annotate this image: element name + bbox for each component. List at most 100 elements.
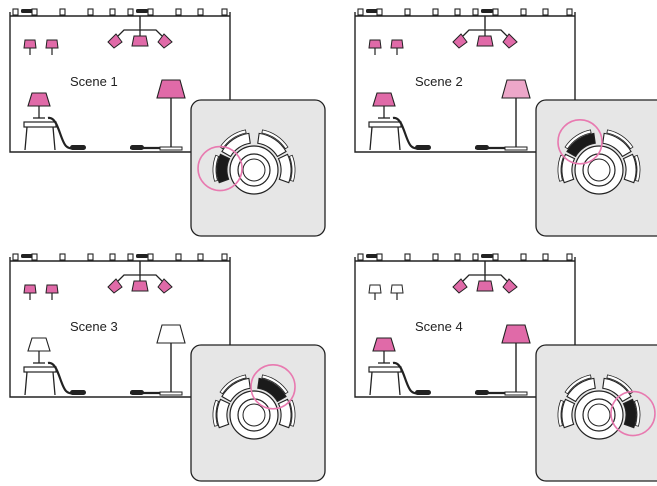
button-rim xyxy=(564,374,592,395)
scene-4-panel: Scene 4 xyxy=(354,253,657,482)
dial-inner xyxy=(242,158,266,182)
ceiling-spot xyxy=(376,8,383,16)
scene-button-top-right[interactable] xyxy=(602,377,632,403)
track-light xyxy=(366,9,378,13)
button-rim xyxy=(557,399,565,427)
table-lamp-icon xyxy=(372,337,396,364)
table-lamp-icon xyxy=(27,92,51,119)
power-plug xyxy=(70,145,86,150)
ceiling-spot xyxy=(432,253,439,261)
wall-lamp-icon xyxy=(368,284,382,300)
ceiling-spot xyxy=(520,253,527,261)
floor-lamp-icon xyxy=(501,324,531,396)
ceiling-spot xyxy=(109,253,116,261)
ceiling-spot xyxy=(147,253,154,261)
scene-label: Scene 2 xyxy=(415,74,463,89)
chandelier-icon xyxy=(452,261,518,294)
side-table xyxy=(23,121,57,151)
table-lamp-icon xyxy=(27,337,51,364)
chandelier-icon xyxy=(452,16,518,49)
button-rim xyxy=(219,129,247,150)
wall-lamp-icon xyxy=(45,39,59,55)
floor-lamp-icon xyxy=(501,79,531,151)
scene-button-top-left[interactable] xyxy=(221,132,251,158)
dial-inner xyxy=(587,403,611,427)
power-plug xyxy=(475,145,489,150)
room-outline xyxy=(354,12,576,153)
ceiling-spot xyxy=(31,253,38,261)
table-lamp-icon xyxy=(372,92,396,119)
scene-keypad-icon xyxy=(190,99,326,237)
scene-button-left[interactable] xyxy=(216,398,231,429)
room-outline xyxy=(9,12,231,153)
button-rim xyxy=(606,374,634,395)
ceiling-spot xyxy=(221,8,228,16)
scene-button-top-left[interactable] xyxy=(566,132,596,158)
button-rim xyxy=(288,154,296,182)
chandelier-icon xyxy=(107,16,173,49)
scene-button-right[interactable] xyxy=(622,153,637,184)
wall-lamp-icon xyxy=(390,284,404,300)
highlight-ring xyxy=(557,119,603,165)
ceiling-spot xyxy=(566,253,573,261)
button-rim xyxy=(219,374,247,395)
scene-keypad-icon xyxy=(190,344,326,482)
scene-button-top-left[interactable] xyxy=(221,377,251,403)
scene-button-left[interactable] xyxy=(561,398,576,429)
track-light xyxy=(366,254,378,258)
power-plug xyxy=(415,390,431,395)
track-light xyxy=(136,9,148,13)
ceiling-spot xyxy=(87,8,94,16)
ceiling-spot xyxy=(127,8,134,16)
ceiling-spot xyxy=(492,253,499,261)
track-light xyxy=(136,254,148,258)
ceiling-spot xyxy=(127,253,134,261)
side-table xyxy=(368,121,402,151)
scene-button-top-right[interactable] xyxy=(257,132,287,158)
wall-lamp-icon xyxy=(390,39,404,55)
scene-button-right[interactable] xyxy=(277,153,292,184)
ceiling-spot xyxy=(404,8,411,16)
scene-button-top-right[interactable] xyxy=(257,377,287,403)
power-plug xyxy=(130,390,144,395)
scene-button-top-left[interactable] xyxy=(566,377,596,403)
ceiling-spot xyxy=(357,8,364,16)
scene-button-top-right[interactable] xyxy=(602,132,632,158)
ceiling-spot xyxy=(31,8,38,16)
scene-button-right[interactable] xyxy=(622,398,637,429)
ceiling-spot xyxy=(12,8,19,16)
wall-lamp-icon xyxy=(23,39,37,55)
button-rim xyxy=(633,154,641,182)
room-outline xyxy=(354,257,576,398)
ceiling-spot xyxy=(566,8,573,16)
ceiling-spot xyxy=(542,8,549,16)
ceiling-spot xyxy=(454,8,461,16)
side-table xyxy=(23,366,57,396)
ceiling-spot xyxy=(221,253,228,261)
ceiling-spot xyxy=(472,8,479,16)
scene-button-left[interactable] xyxy=(216,153,231,184)
floor-lamp-icon xyxy=(156,79,186,151)
ceiling-spot xyxy=(59,8,66,16)
scene-label: Scene 4 xyxy=(415,319,463,334)
ceiling-spot xyxy=(520,8,527,16)
ceiling-spot xyxy=(197,253,204,261)
button-rim xyxy=(288,399,296,427)
button-rim xyxy=(564,129,592,150)
track-light xyxy=(21,9,33,13)
ceiling-spot xyxy=(147,8,154,16)
power-plug xyxy=(70,390,86,395)
ceiling-spot xyxy=(59,253,66,261)
ceiling-spot xyxy=(175,253,182,261)
ceiling-spot xyxy=(175,8,182,16)
power-plug xyxy=(130,145,144,150)
wall-lamp-icon xyxy=(368,39,382,55)
track-light xyxy=(481,9,493,13)
side-table xyxy=(368,366,402,396)
highlight-ring xyxy=(610,390,656,437)
room-outline xyxy=(9,257,231,398)
button-rim xyxy=(212,154,220,182)
ceiling-spot xyxy=(492,8,499,16)
scene-keypad-icon xyxy=(535,99,657,237)
ceiling-spot xyxy=(357,253,364,261)
